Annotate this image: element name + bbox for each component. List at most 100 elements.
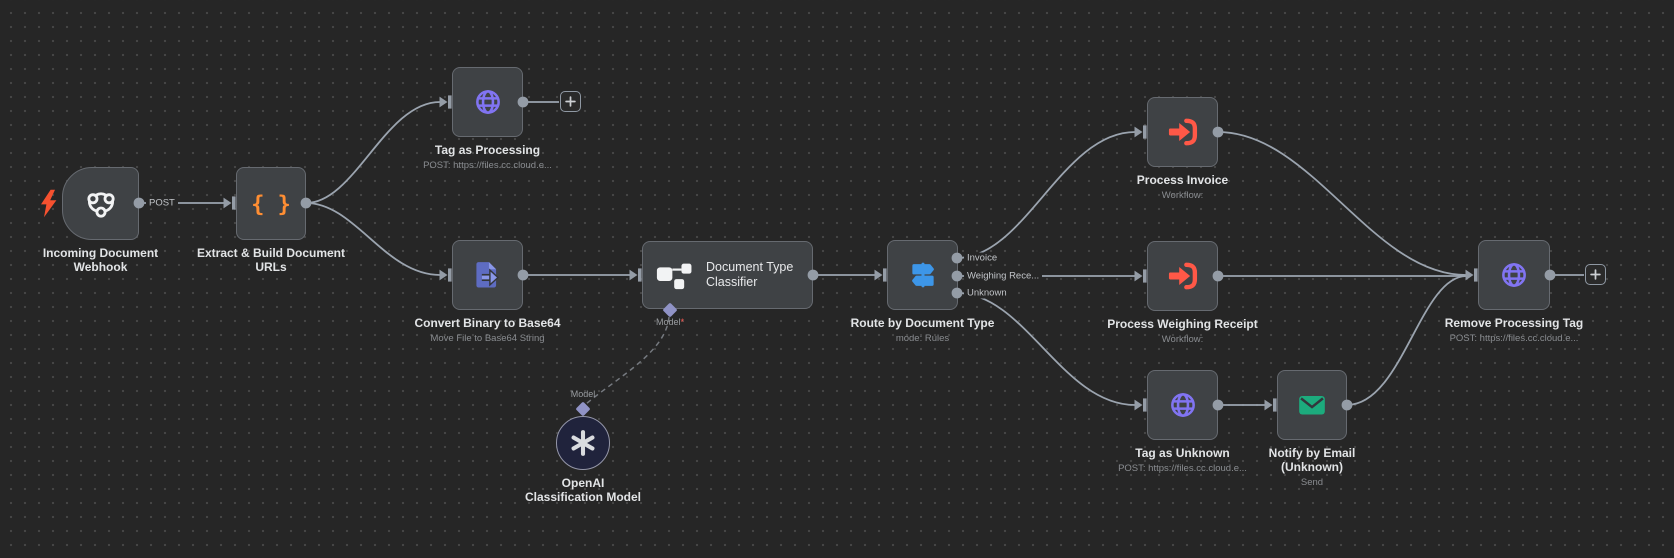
input-port-bar bbox=[883, 268, 887, 282]
input-port-bar bbox=[1143, 269, 1147, 283]
input-port[interactable] bbox=[1134, 126, 1143, 138]
input-port-bar bbox=[448, 95, 452, 109]
node-subtitle: POST: https://files.cc.cloud.e... bbox=[423, 160, 552, 171]
node-label: Tag as Unknown bbox=[1135, 446, 1230, 460]
input-port-bar bbox=[448, 268, 452, 282]
model-port-label: Model bbox=[570, 389, 596, 399]
node-label: Incoming Document Webhook bbox=[42, 246, 159, 274]
node-notify-by-email-unknown[interactable] bbox=[1277, 370, 1347, 440]
node-subtitle: Move File to Base64 String bbox=[430, 333, 545, 344]
model-port-diamond[interactable] bbox=[576, 402, 591, 417]
output-port[interactable] bbox=[951, 252, 963, 264]
node-subtitle: Workflow: bbox=[1161, 334, 1204, 345]
node-subtitle: Send bbox=[1300, 477, 1324, 488]
input-port-bar bbox=[1143, 398, 1147, 412]
output-port[interactable] bbox=[1544, 269, 1556, 281]
output-port[interactable] bbox=[300, 197, 312, 209]
add-node-button[interactable] bbox=[560, 91, 581, 112]
input-port[interactable] bbox=[1134, 399, 1143, 411]
model-port-label: Model* bbox=[655, 317, 685, 327]
plus-icon bbox=[565, 96, 576, 107]
node-title: Document Type Classifier bbox=[706, 260, 794, 289]
required-asterisk: * bbox=[680, 317, 685, 327]
node-tag-as-processing[interactable] bbox=[452, 67, 523, 137]
globe-icon bbox=[1164, 386, 1202, 424]
input-port-bar bbox=[1474, 268, 1478, 282]
output-port[interactable] bbox=[517, 96, 529, 108]
email-icon bbox=[1293, 386, 1331, 424]
node-tag-as-unknown[interactable] bbox=[1147, 370, 1218, 440]
input-port-bar bbox=[638, 268, 642, 282]
output-port-label: Invoice bbox=[964, 252, 1001, 264]
node-subtitle: Workflow: bbox=[1161, 190, 1204, 201]
lightning-bolt-icon bbox=[38, 189, 59, 223]
node-subtitle: POST: https://files.cc.cloud.e... bbox=[1118, 463, 1247, 474]
input-port-bar bbox=[1273, 398, 1277, 412]
node-subtitle: mode: Rules bbox=[895, 333, 950, 344]
node-label: Process Invoice bbox=[1136, 173, 1229, 187]
input-port[interactable] bbox=[874, 269, 883, 281]
output-port-label: Weighing Rece... bbox=[964, 270, 1043, 282]
webhook-icon bbox=[82, 185, 120, 223]
code-icon: { } bbox=[252, 185, 290, 223]
node-label: Convert Binary to Base64 bbox=[414, 316, 561, 330]
input-port[interactable] bbox=[1465, 269, 1474, 281]
node-openai-classification-model[interactable] bbox=[556, 416, 610, 470]
input-port[interactable] bbox=[439, 269, 448, 281]
connection-process-invoice-to-remove-processing-tag[interactable] bbox=[1217, 131, 1467, 276]
node-label: Tag as Processing bbox=[434, 143, 541, 157]
output-port[interactable] bbox=[1212, 126, 1224, 138]
output-port[interactable] bbox=[951, 287, 963, 299]
node-label: Extract & Build Document URLs bbox=[196, 246, 346, 274]
node-label: Notify by Email (Unknown) bbox=[1268, 446, 1356, 474]
node-subtitle: POST: https://files.cc.cloud.e... bbox=[1449, 333, 1579, 344]
connection-extract-build-document-urls-to-tag-as-processing[interactable] bbox=[305, 101, 441, 204]
node-process-invoice[interactable] bbox=[1147, 97, 1218, 167]
globe-icon bbox=[469, 83, 507, 121]
output-port[interactable] bbox=[517, 269, 529, 281]
input-port[interactable] bbox=[223, 197, 232, 209]
input-port[interactable] bbox=[1134, 270, 1143, 282]
node-label: OpenAI Classification Model bbox=[524, 476, 642, 504]
plus-icon bbox=[1590, 269, 1601, 280]
output-port[interactable] bbox=[951, 270, 963, 282]
node-extract-build-document-urls[interactable]: { } bbox=[236, 167, 306, 240]
input-port[interactable] bbox=[439, 96, 448, 108]
input-port-bar bbox=[232, 196, 236, 210]
openai-icon bbox=[566, 426, 600, 460]
node-process-weighing-receipt[interactable] bbox=[1147, 241, 1218, 311]
model-port-diamond[interactable] bbox=[663, 303, 678, 318]
workflow-icon bbox=[1164, 257, 1202, 295]
file-export-icon bbox=[469, 256, 507, 294]
connection-notify-by-email-unknown-to-remove-processing-tag[interactable] bbox=[1346, 275, 1467, 406]
connection-document-type-classifier-to-openai-classification-model[interactable] bbox=[585, 316, 670, 405]
globe-icon bbox=[1495, 256, 1533, 294]
input-port[interactable] bbox=[629, 269, 638, 281]
node-label: Process Weighing Receipt bbox=[1107, 317, 1258, 331]
classifier-icon bbox=[656, 260, 696, 291]
connection-route-by-document-type-to-process-invoice[interactable] bbox=[956, 131, 1136, 259]
svg-text:{ }: { } bbox=[252, 192, 290, 217]
node-incoming-document-webhook[interactable] bbox=[62, 167, 139, 240]
output-port[interactable] bbox=[1212, 270, 1224, 282]
add-node-button[interactable] bbox=[1585, 264, 1606, 285]
output-port[interactable] bbox=[1341, 399, 1353, 411]
connection-extract-build-document-urls-to-convert-binary-to-base64[interactable] bbox=[305, 202, 441, 276]
node-remove-processing-tag[interactable] bbox=[1478, 240, 1550, 310]
node-label: Remove Processing Tag bbox=[1444, 316, 1584, 330]
output-port-label: Unknown bbox=[964, 287, 1010, 299]
switch-icon bbox=[904, 256, 942, 294]
node-convert-binary-to-base64[interactable] bbox=[452, 240, 523, 310]
node-label: Route by Document Type bbox=[850, 316, 995, 330]
output-port-label: POST bbox=[146, 197, 178, 209]
output-port[interactable] bbox=[1212, 399, 1224, 411]
node-route-by-document-type[interactable] bbox=[887, 240, 958, 310]
output-port[interactable] bbox=[133, 197, 145, 209]
workflow-icon bbox=[1164, 113, 1202, 151]
output-port[interactable] bbox=[807, 269, 819, 281]
input-port[interactable] bbox=[1264, 399, 1273, 411]
node-document-type-classifier[interactable]: Document Type Classifier bbox=[642, 241, 813, 309]
